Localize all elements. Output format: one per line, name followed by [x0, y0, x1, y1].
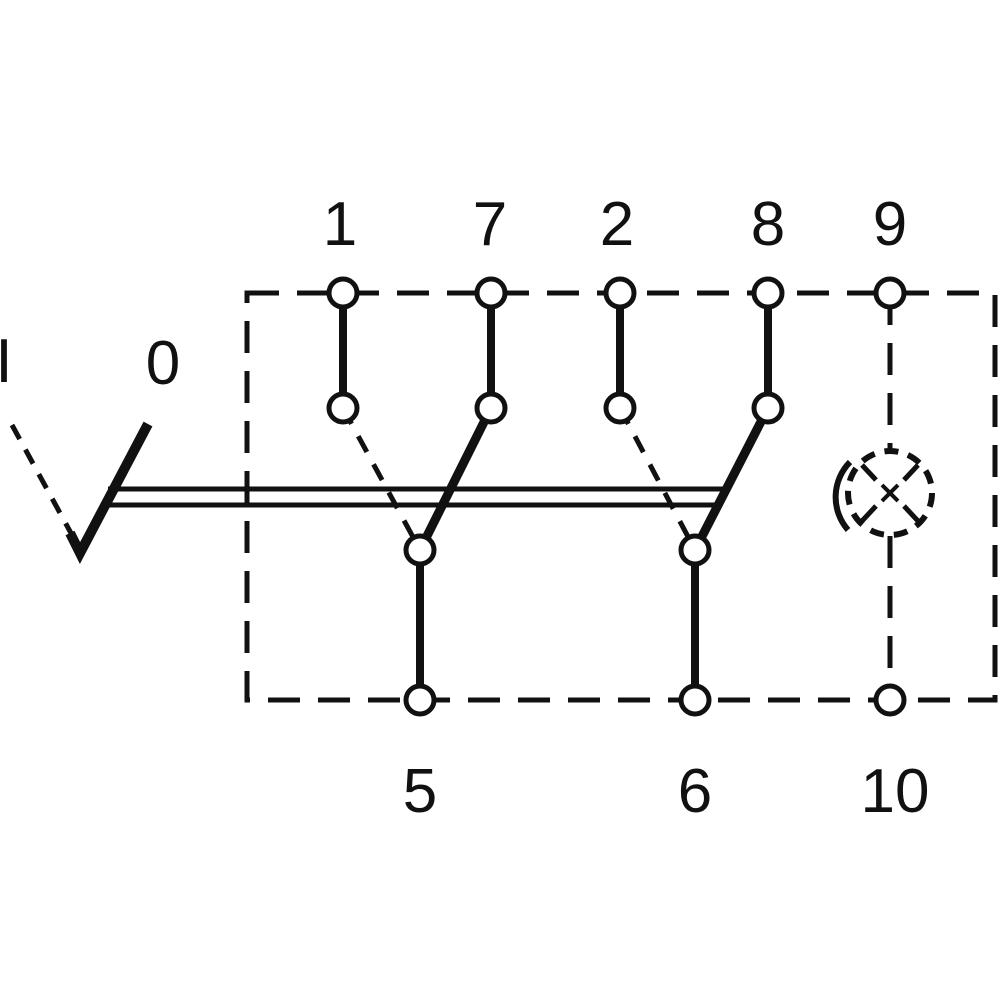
position-label-on: I: [0, 327, 13, 396]
terminal-label-8: 8: [751, 190, 785, 259]
lever-on-dashed: [9, 423, 75, 537]
pivot-5: [403, 533, 437, 567]
blade-1-5-dashed: [340, 406, 423, 552]
terminal-label-7: 7: [473, 190, 507, 259]
lamp-icon: [832, 448, 935, 538]
blade-7-5: [415, 405, 496, 553]
contact-1: [326, 391, 360, 425]
contact-2: [603, 391, 637, 425]
pivot-6: [678, 533, 712, 567]
terminal-label-1: 1: [323, 190, 357, 259]
terminal-7: [474, 276, 508, 310]
terminal-label-9: 9: [873, 190, 907, 259]
position-label-off: 0: [146, 329, 180, 398]
terminal-6: [678, 683, 712, 717]
terminal-label-2: 2: [600, 190, 634, 259]
terminal-5: [403, 683, 437, 717]
terminal-9: [873, 276, 907, 310]
terminal-label-6: 6: [678, 757, 712, 826]
lever-off: [65, 421, 153, 564]
blade-8-6: [690, 405, 773, 553]
terminal-label-10: 10: [861, 757, 930, 826]
contact-7: [474, 391, 508, 425]
terminal-8: [751, 276, 785, 310]
terminal-10: [873, 683, 907, 717]
terminal-label-5: 5: [403, 757, 437, 826]
contact-8: [751, 391, 785, 425]
terminal-2: [603, 276, 637, 310]
terminal-1: [326, 276, 360, 310]
blade-2-6-dashed: [617, 406, 698, 552]
